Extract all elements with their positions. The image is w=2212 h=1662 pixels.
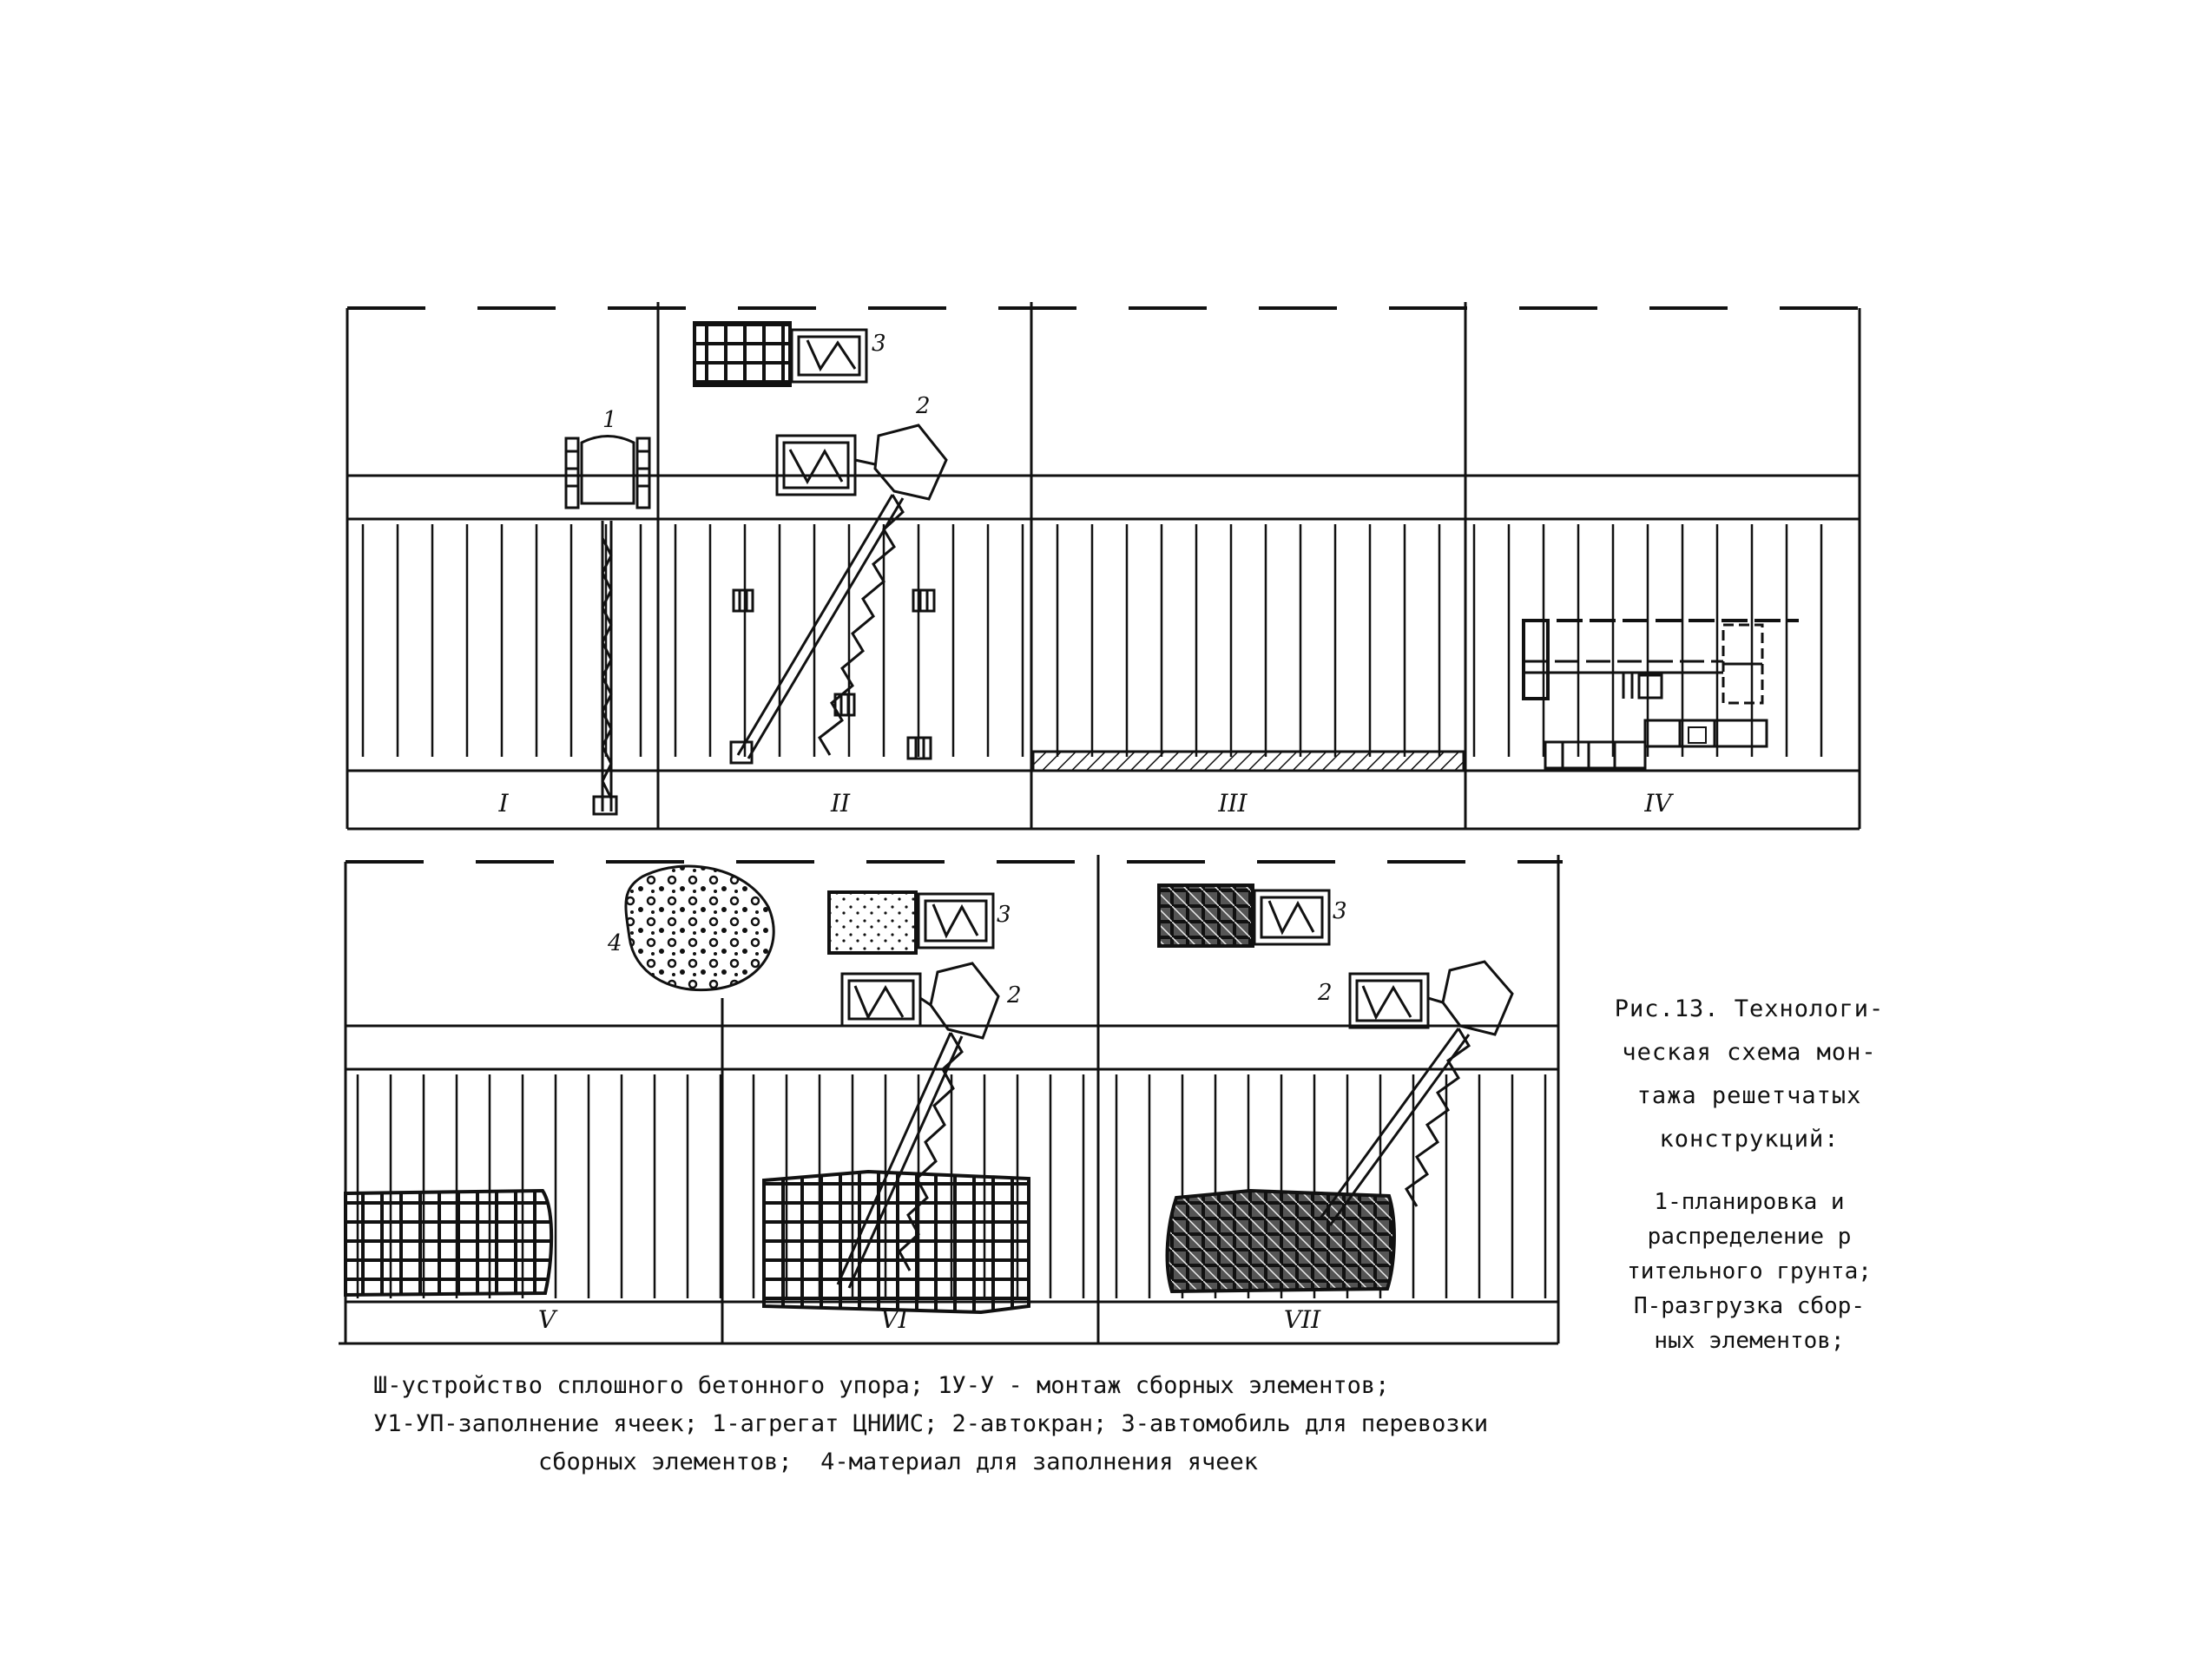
- stage-label-v: V: [538, 1305, 558, 1334]
- legend-line: 1-планировка и: [1654, 1189, 1845, 1215]
- callout-crane-top: 2: [915, 393, 931, 419]
- callout-material: 4: [607, 930, 622, 956]
- stage-label-iii: III: [1217, 789, 1248, 818]
- element-stack-top: [693, 321, 792, 387]
- truck-vi: [917, 892, 995, 949]
- callout-truck-vi: 3: [997, 902, 1011, 928]
- legend-line: ных элементов;: [1654, 1328, 1845, 1354]
- crane-boom-top: [729, 494, 905, 765]
- callout-truck-vii: 3: [1333, 898, 1347, 924]
- truck-vii: [1253, 889, 1331, 946]
- figure-caption: Рис.13. Технологи- ческая схема мон- таж…: [1567, 988, 1932, 1161]
- anchor-ribs-top: [361, 524, 1823, 757]
- legend-line: тительного грунта;: [1627, 1258, 1872, 1284]
- bottom-caption-line: У1-УП-заполнение ячеек; 1-агрегат ЦНИИС;…: [373, 1410, 1489, 1437]
- stage-label-ii: II: [830, 789, 851, 818]
- bottom-caption: Ш-устройство сплошного бетонного упора; …: [373, 1367, 1866, 1481]
- stage-label-i: I: [497, 789, 509, 818]
- auto-crane-vi: [840, 962, 1000, 1040]
- fill-material: [624, 864, 775, 992]
- bottom-caption-line: сборных элементов; 4-материал для заполн…: [538, 1449, 1259, 1475]
- assembly-section-iv: [1522, 619, 1799, 770]
- cells-section-v: [344, 1188, 554, 1297]
- figure-legend: 1-планировка и распределение р тительног…: [1567, 1185, 1932, 1358]
- auto-crane-top: [775, 424, 948, 501]
- caption-line: конструкций:: [1659, 1126, 1840, 1153]
- cells-section-vi: [762, 1169, 1030, 1315]
- truck-top: [790, 328, 868, 384]
- caption-line: Рис.13. Технологи-: [1614, 995, 1885, 1022]
- auto-crane-vii: [1348, 960, 1514, 1036]
- legend-line: П-разгрузка сбор-: [1633, 1293, 1866, 1319]
- callout-truck-top: 3: [872, 331, 886, 357]
- callout-crane-vii: 2: [1317, 980, 1333, 1006]
- placed-elements-ii: [732, 588, 936, 760]
- crane-boom-vi: [836, 1032, 964, 1289]
- stage-label-iv: IV: [1643, 789, 1674, 818]
- cniis-aggregate: [564, 435, 651, 816]
- cells-section-vii: [1165, 1188, 1396, 1294]
- top-panel: [346, 302, 1861, 831]
- caption-line: тажа решетчатых: [1636, 1082, 1862, 1109]
- bottom-caption-line: Ш-устройство сплошного бетонного упора; …: [373, 1372, 1390, 1399]
- concrete-stop: [1031, 750, 1465, 772]
- element-stack-vii: [1157, 884, 1254, 948]
- stage-label-vi: VI: [880, 1305, 908, 1334]
- crane-boom-vii: [1318, 1028, 1471, 1226]
- callout-crane-vi: 2: [1006, 982, 1022, 1008]
- caption-line: ческая схема мон-: [1622, 1039, 1877, 1066]
- element-stack-vi: [827, 890, 918, 955]
- stage-label-vii: VII: [1284, 1305, 1321, 1334]
- legend-line: распределение р: [1647, 1224, 1852, 1250]
- callout-aggregate: 1: [602, 407, 617, 433]
